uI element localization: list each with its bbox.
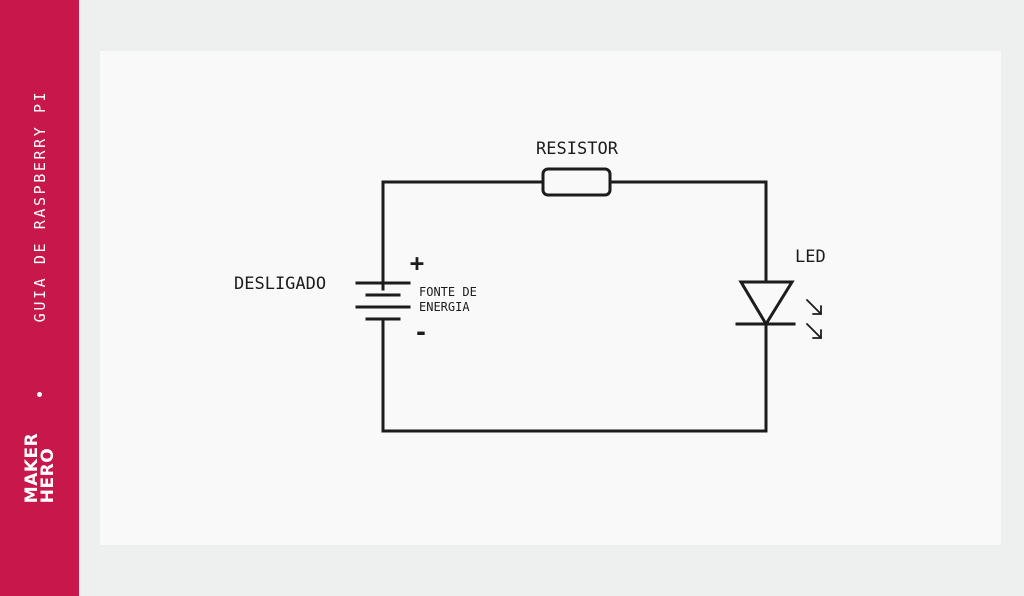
sidebar-title: GUIA DE RASPBERRY PI — [31, 89, 49, 323]
wire-top-right — [608, 180, 768, 284]
power-source-label-line1: FONTE DE — [419, 285, 477, 299]
makerhero-logo: MAKER HERO — [22, 433, 58, 504]
wire-right-bottom — [381, 319, 768, 433]
sidebar: GUIA DE RASPBERRY PI MAKER HERO — [0, 0, 79, 596]
led-label: LED — [795, 247, 826, 267]
switch-state-label: DESLIGADO — [234, 274, 326, 294]
minus-sign: - — [414, 318, 428, 346]
power-source-label-line2: ENERGIA — [419, 300, 470, 314]
led-light-arrows — [806, 299, 822, 339]
diagram-panel: RESISTOR LED DESLIGADO + - FONTE DE ENER… — [100, 51, 1001, 545]
resistor-symbol — [541, 167, 612, 197]
separator-dot — [37, 392, 42, 397]
resistor-label: RESISTOR — [536, 139, 619, 159]
circuit-diagram: RESISTOR LED DESLIGADO + - FONTE DE ENER… — [234, 139, 826, 433]
wire-top-left — [381, 180, 545, 291]
led-symbol — [738, 280, 795, 327]
logo-line-hero: HERO — [38, 447, 58, 504]
plus-sign: + — [410, 249, 424, 277]
